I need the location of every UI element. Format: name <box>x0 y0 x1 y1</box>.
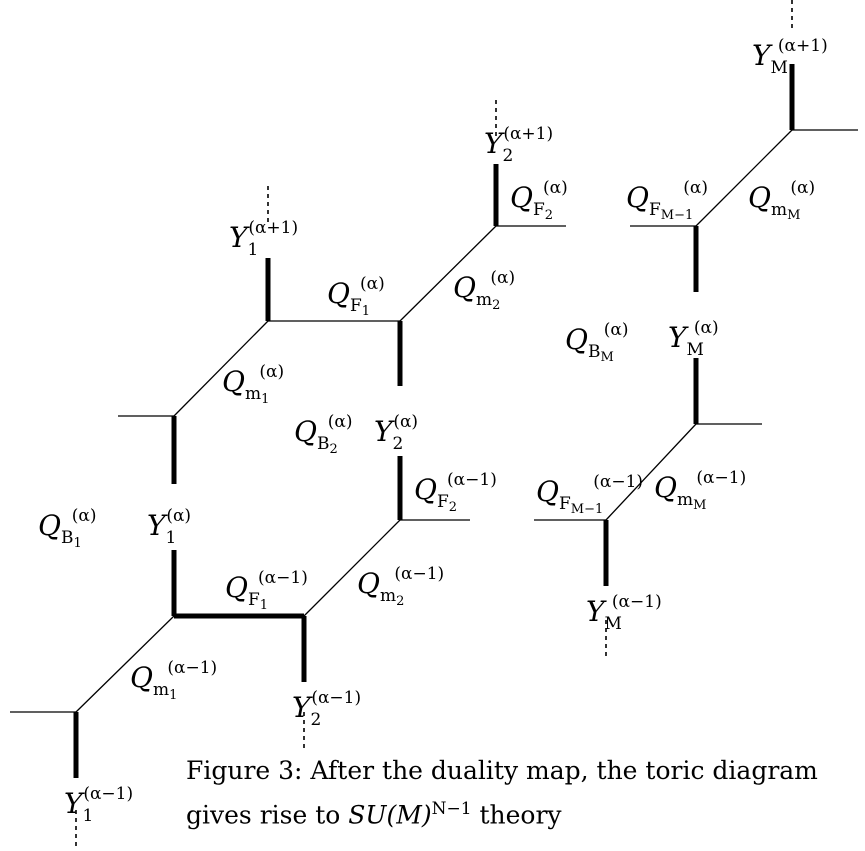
label-qm2-alpha-minus-1: Qm2(α−1) <box>357 564 445 609</box>
label-qbm-alpha: QBM(α) <box>565 320 629 365</box>
label-qmm-alpha-minus-1: QmM(α−1) <box>654 468 747 513</box>
label-ym-alpha: YM(α) <box>668 318 719 360</box>
label-qm1-alpha: Qm1(α) <box>222 362 285 407</box>
thick-edges <box>73 64 795 778</box>
label-y1-alpha-plus-1: Y1(α+1) <box>229 218 299 260</box>
label-qf2-alpha: QF2(α) <box>510 178 568 223</box>
label-qm1-alpha-minus-1: Qm1(α−1) <box>130 658 218 703</box>
label-qb1-alpha: QB1(α) <box>38 506 97 551</box>
caption-line-1: Figure 3: After the duality map, the tor… <box>186 756 818 785</box>
label-ym-alpha-plus-1: YM(α+1) <box>752 36 828 78</box>
label-qb2-alpha: QB2(α) <box>294 412 353 457</box>
label-y2-alpha: Y2(α) <box>374 412 419 454</box>
dashed-extensions <box>75 0 793 848</box>
label-qf1-alpha: QF1(α) <box>327 274 385 319</box>
thin-edges <box>10 129 858 713</box>
label-y2-alpha-minus-1: Y2(α−1) <box>292 688 362 730</box>
label-qmm-alpha: QmM(α) <box>748 178 816 223</box>
label-y2-alpha-plus-1: Y2(α+1) <box>484 124 554 166</box>
figure-caption: Figure 3: After the duality map, the tor… <box>186 752 865 834</box>
label-qm2-alpha: Qm2(α) <box>453 268 516 313</box>
label-ym-alpha-minus-1: YM(α−1) <box>586 592 662 634</box>
label-qf1-alpha-minus-1: QF1(α−1) <box>225 568 308 613</box>
caption-line-2: gives rise to SU(M)N−1 theory <box>186 799 562 830</box>
label-y1-alpha: Y1(α) <box>147 506 192 548</box>
label-qf2-alpha-minus-1: QF2(α−1) <box>414 470 497 515</box>
label-qfm1-alpha: QFM−1(α) <box>626 178 708 223</box>
label-y1-alpha-minus-1: Y1(α−1) <box>64 784 134 826</box>
label-qfm1-alpha-minus-1: QFM−1(α−1) <box>536 472 644 517</box>
